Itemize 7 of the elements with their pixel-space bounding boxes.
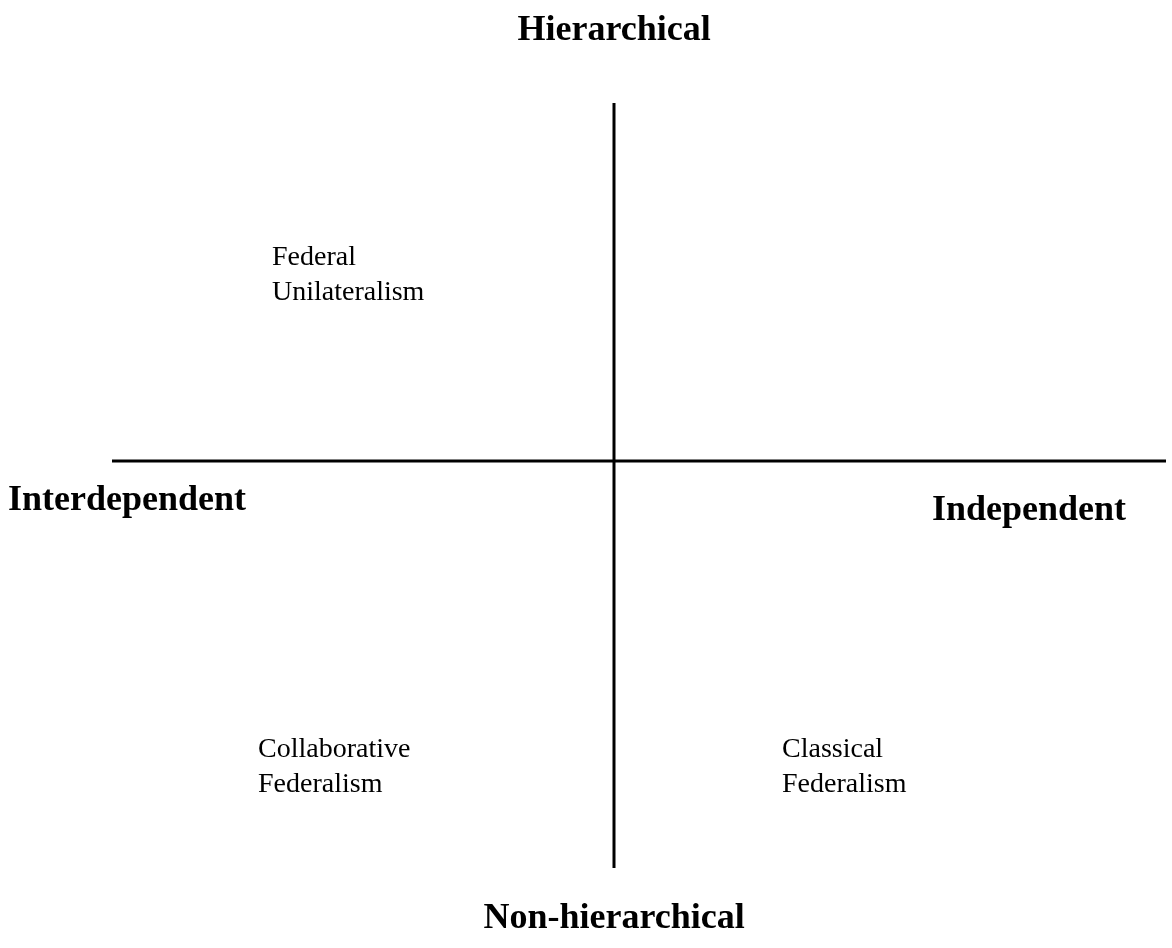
axis-label: Non-hierarchical	[483, 895, 745, 938]
quadrant-label: Collaborative Federalism	[258, 731, 412, 800]
axis-label: Hierarchical	[517, 7, 711, 50]
axis-label: Independent	[932, 487, 1127, 530]
quadrant-label: Classical Federalism	[782, 731, 908, 800]
axis-label: Interdependent	[8, 477, 246, 520]
quadrant-label: Federal Unilateralism	[272, 239, 426, 308]
